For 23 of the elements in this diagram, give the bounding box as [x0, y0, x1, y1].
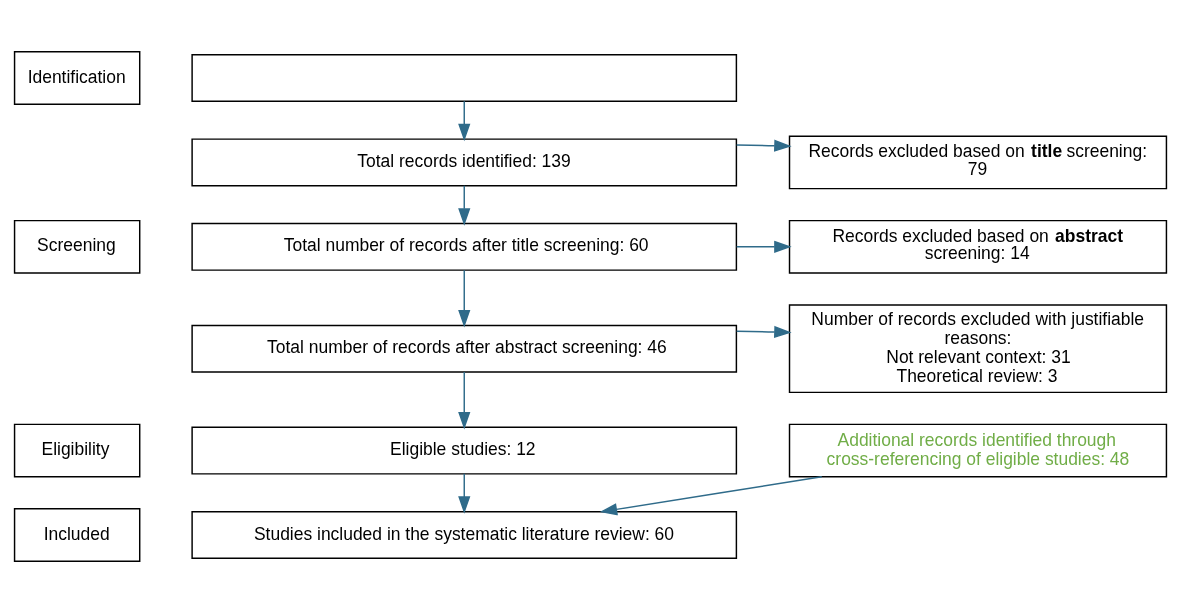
arrow [458, 269, 471, 328]
node-box [191, 53, 738, 102]
node-box: Included [13, 507, 141, 562]
arrow [735, 139, 792, 152]
node-box: Identification [13, 50, 141, 105]
node-box: Screening [13, 219, 141, 274]
arrow [599, 475, 823, 515]
node-box: Total records identified: 139 [191, 137, 738, 186]
arrow [735, 325, 792, 338]
arrow [735, 240, 792, 253]
node-box: Studies included in the systematic literature review: 60 [191, 510, 738, 559]
node-box: Records excluded based on title screening: 79 [788, 135, 1168, 189]
arrow [458, 184, 471, 226]
node-box: Eligible studies: 12 [191, 426, 738, 475]
node-box: Records excluded based on abstract screening: 14 [788, 219, 1168, 274]
arrow [458, 370, 471, 429]
arrow [458, 100, 471, 141]
node-box: Eligibility [13, 423, 141, 477]
arrow [458, 472, 471, 514]
node-box: Total number of records after abstract screening: 46 [191, 324, 738, 373]
node-box: Additional records identified through cross-referencing of eligible studies: 48 [788, 423, 1168, 477]
node-box: Total number of records after title screening: 60 [191, 222, 738, 271]
node-box: Number of records excluded with justifiable reasons: Not relevant context: 31 Theoretical review: 3 [788, 303, 1168, 393]
